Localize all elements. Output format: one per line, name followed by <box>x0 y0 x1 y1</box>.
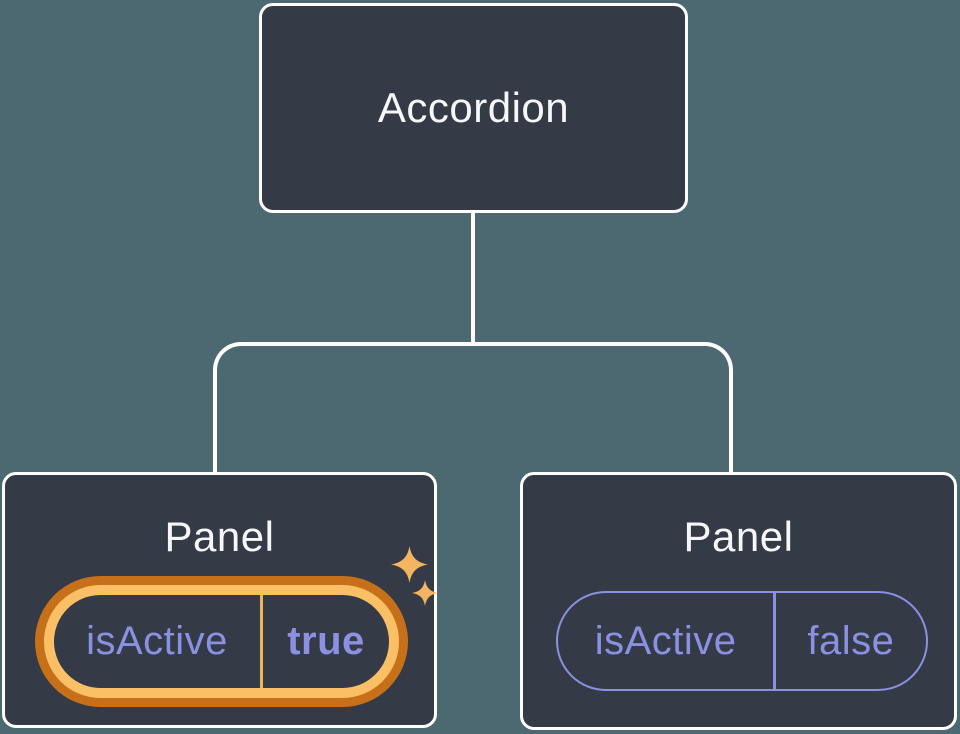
state-pill-divider <box>773 593 776 689</box>
tree-connector-bracket <box>213 342 733 472</box>
tree-node-panel-active: Panel isActive true <box>2 472 438 728</box>
sparkle-icon <box>412 580 438 606</box>
panel-node-title: Panel <box>683 513 794 560</box>
tree-connector-stem <box>471 211 475 346</box>
sparkle-icon <box>391 546 428 583</box>
tree-node-accordion: Accordion <box>259 3 688 213</box>
state-value-label: true <box>287 619 365 663</box>
state-value-label: false <box>807 618 895 663</box>
accordion-node-title: Accordion <box>377 84 570 131</box>
state-pill-active-highlight: isActive true <box>35 576 408 707</box>
state-pill-active: isActive true <box>44 585 399 698</box>
state-key-label: isActive <box>594 618 737 663</box>
state-pill-divider <box>260 595 264 688</box>
panel-node-title: Panel <box>164 513 275 560</box>
state-key-label: isActive <box>86 619 228 663</box>
tree-node-panel-inactive: Panel isActive false <box>520 472 957 730</box>
state-pill-inactive: isActive false <box>556 591 928 691</box>
